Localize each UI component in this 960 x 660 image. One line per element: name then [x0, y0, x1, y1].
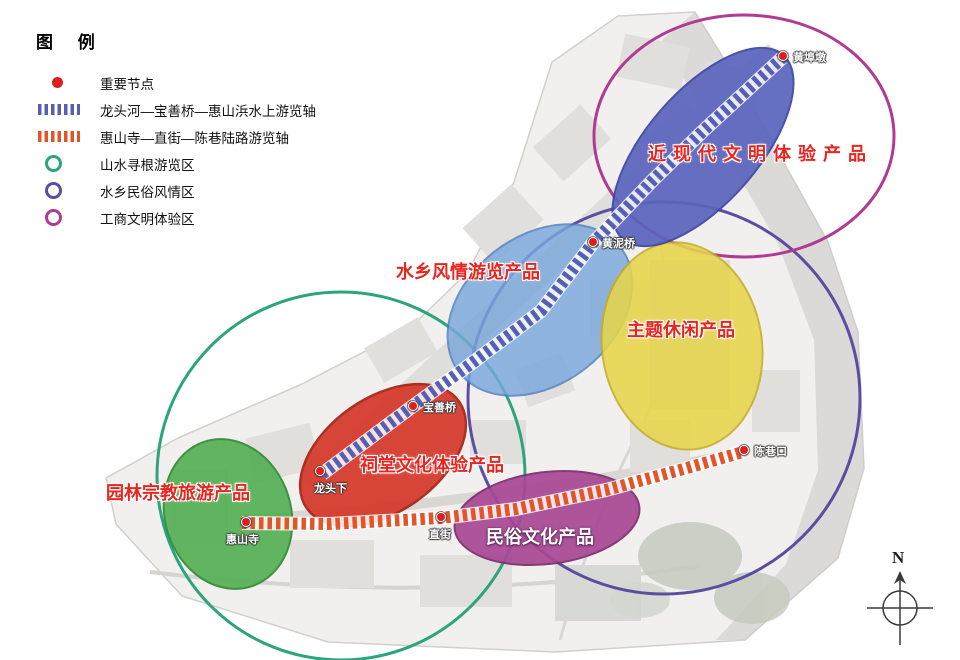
compass-icon	[867, 571, 933, 645]
legend-item-label: 惠山寺—直街—陈巷陆路游览轴	[100, 130, 289, 146]
legend-item-water-axis: 龙头河—宝善桥—惠山浜水上游览轴	[36, 96, 316, 123]
node-label-baoshanqiao: 宝善桥	[423, 402, 456, 414]
landscape-zone-icon	[45, 155, 62, 172]
node-dot-huangbudun	[778, 51, 788, 61]
folk-zone-icon	[45, 182, 62, 199]
compass-north-label: N	[892, 548, 905, 567]
legend-item-label: 工商文明体验区	[100, 211, 195, 227]
node-label-zhijie: 直街	[429, 529, 451, 541]
product-label-modern-civilization: 近现代文明体验产品	[648, 144, 873, 164]
theme-leisure-product-ellipse	[600, 241, 764, 451]
legend-item-important-node: 重要节点	[36, 69, 316, 96]
node-label-longtouxia: 龙头下	[314, 483, 347, 495]
product-label-theme-leisure: 主题休闲产品	[627, 320, 735, 340]
node-dot-huangniqiao	[588, 237, 598, 247]
legend-item-label: 山水寻根游览区	[100, 157, 195, 173]
node-dot-baoshanqiao	[408, 401, 418, 411]
legend: 图 例 重要节点 龙头河—宝善桥—惠山浜水上游览轴 惠山寺—直街—陈巷陆路游览轴…	[36, 28, 316, 231]
node-dot-huishansi	[241, 517, 251, 527]
node-label-huangbudun: 黄埠墩	[793, 52, 826, 64]
important-node-icon	[52, 77, 63, 88]
legend-item-label: 水乡民俗风情区	[100, 184, 195, 200]
node-label-huangniqiao: 黄泥桥	[602, 238, 635, 250]
legend-item-industry-zone: 工商文明体验区	[36, 204, 316, 231]
industry-zone-icon	[45, 209, 62, 226]
water-tour-axis	[318, 53, 787, 479]
product-label-folk-culture: 民俗文化产品	[486, 527, 594, 547]
legend-item-label: 龙头河—宝善桥—惠山浜水上游览轴	[100, 103, 316, 119]
product-label-garden-religion: 园林宗教旅游产品	[106, 483, 250, 503]
product-label-ancestral-hall: 祠堂文化体验产品	[360, 455, 504, 475]
land-axis-icon	[38, 131, 80, 142]
legend-item-landscape-zone: 山水寻根游览区	[36, 150, 316, 177]
node-dot-longtouxia	[315, 466, 325, 476]
industry-civilization-zone-circle	[592, 13, 896, 259]
park-greens	[610, 522, 790, 624]
garden-religion-product-ellipse	[162, 438, 294, 590]
land-tour-axis	[241, 446, 745, 530]
node-dot-zhijie	[436, 512, 446, 522]
ancestral-hall-product-ellipse	[298, 382, 468, 528]
node-label-huishansi: 惠山寺	[226, 534, 259, 546]
legend-item-land-axis: 惠山寺—直街—陈巷陆路游览轴	[36, 123, 316, 150]
legend-item-folk-zone: 水乡民俗风情区	[36, 177, 316, 204]
product-label-watertown: 水乡风情游览产品	[396, 262, 540, 282]
legend-title: 图 例	[36, 33, 105, 52]
water-axis-icon	[38, 104, 80, 115]
node-dot-chenxiangkou	[739, 445, 749, 455]
legend-item-label: 重要节点	[100, 76, 154, 92]
tour-axes	[241, 52, 787, 531]
node-label-chenxiangkou: 陈巷口	[754, 446, 787, 458]
